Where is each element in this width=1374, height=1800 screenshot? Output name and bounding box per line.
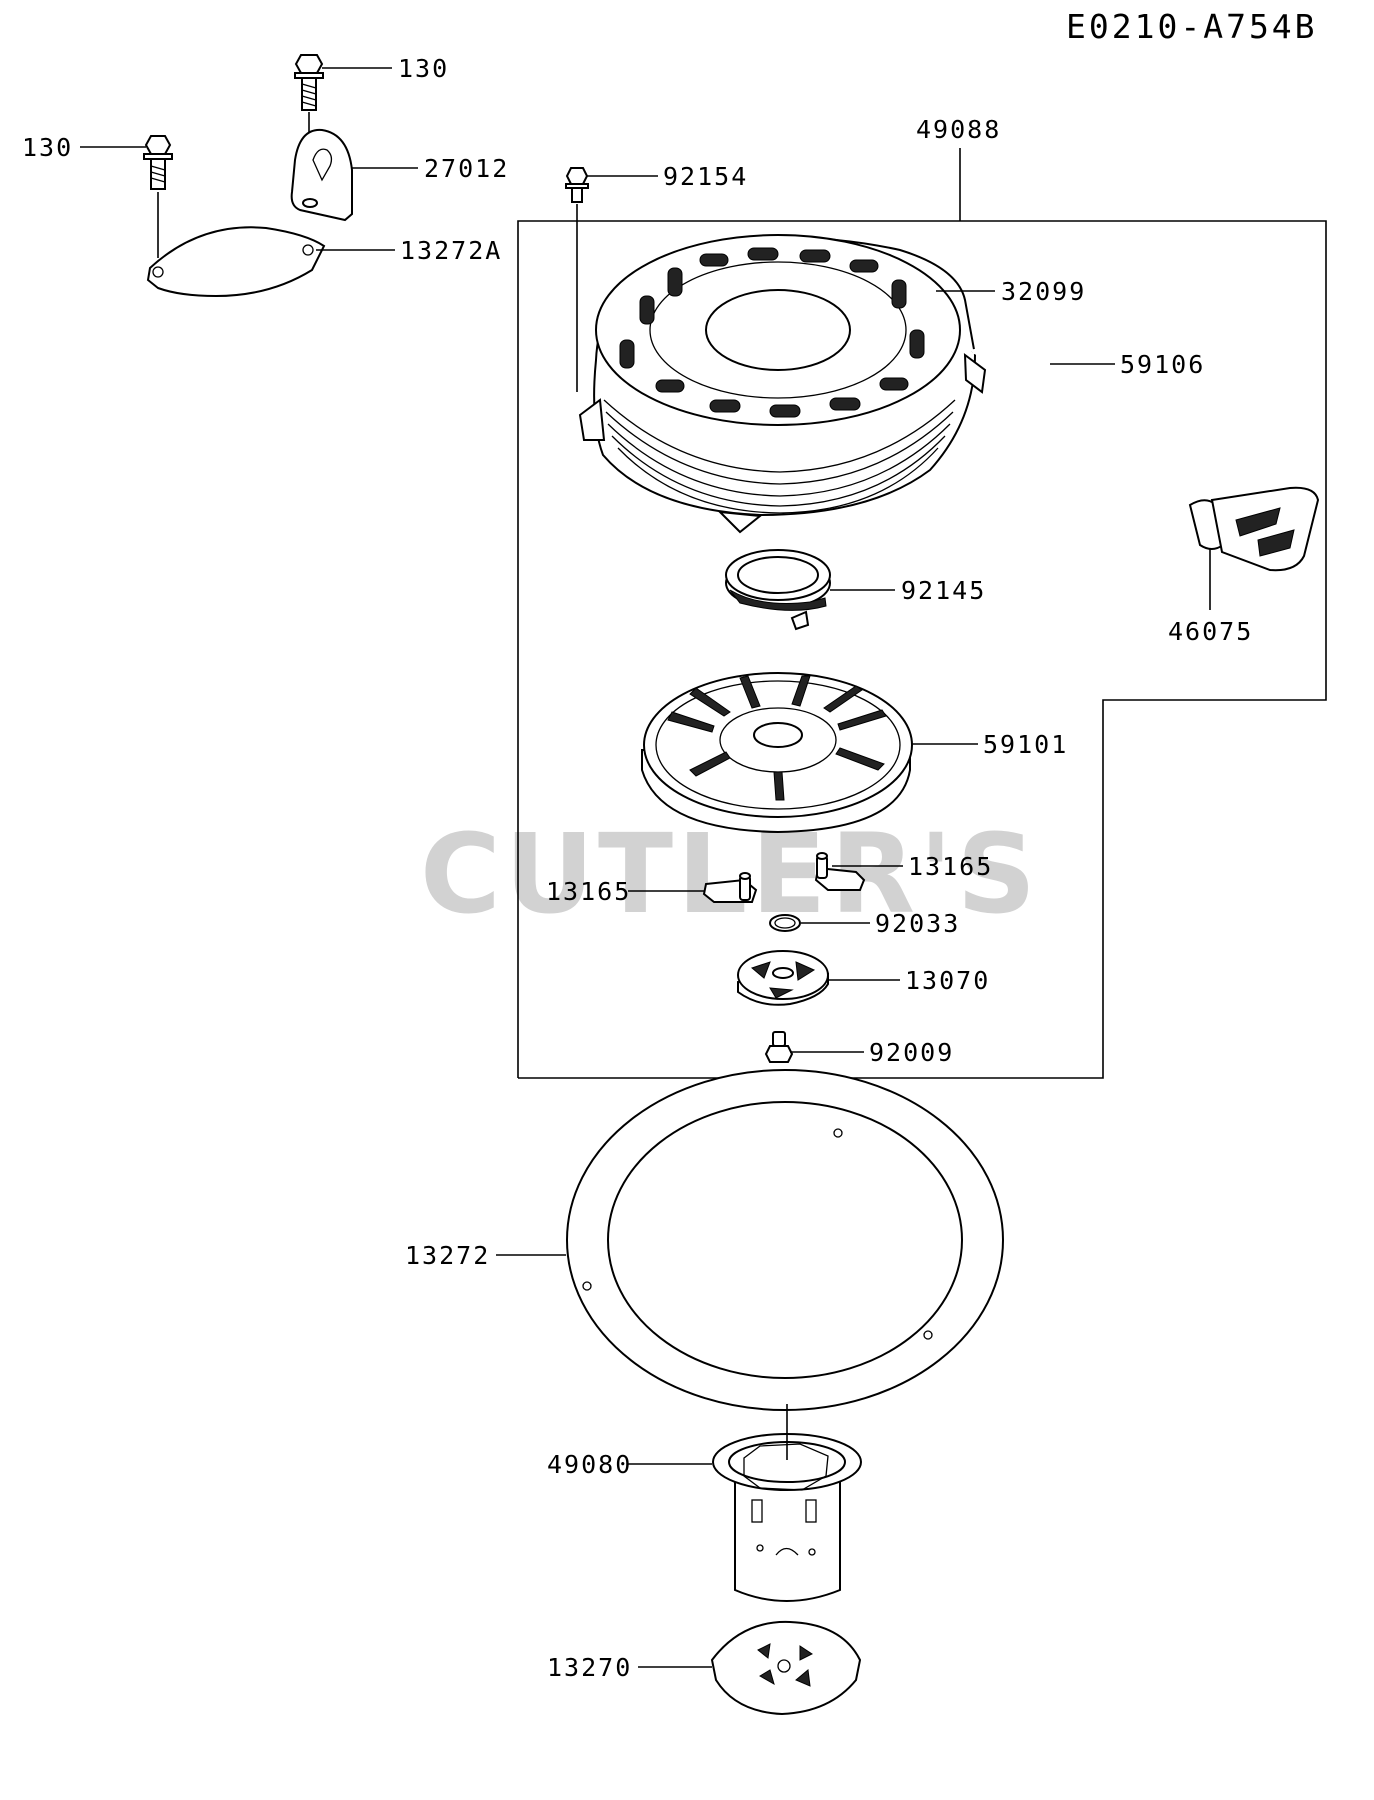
label-13165-left: 13165: [546, 877, 631, 906]
label-92154: 92154: [663, 162, 748, 191]
gasket-ring-13272[interactable]: [496, 1069, 1004, 1411]
label-13070: 13070: [905, 966, 990, 995]
hex-flange-bolt-icon: [143, 135, 173, 190]
hex-flange-bolt-icon: [294, 54, 324, 111]
spring-92145[interactable]: [725, 549, 895, 631]
reel-spokes: [667, 675, 887, 801]
ratchet-13070[interactable]: [737, 950, 900, 1006]
label-13272: 13272: [405, 1241, 490, 1270]
pulley-cup-49080[interactable]: [628, 1404, 862, 1602]
t-grip-handle-icon: [1188, 486, 1320, 572]
assembly-outline-49088: [517, 148, 1327, 1079]
bolt-92154[interactable]: [565, 167, 658, 392]
bolt-130-left[interactable]: [80, 135, 173, 258]
starter-rope-59106[interactable]: [971, 346, 1191, 513]
cover-plate-13272A[interactable]: [146, 226, 395, 298]
case-vent-slots: [619, 247, 925, 418]
plate-13270[interactable]: [638, 1620, 862, 1716]
starter-handle-46075[interactable]: [1188, 486, 1320, 610]
label-59101: 59101: [983, 730, 1068, 759]
label-13272A: 13272A: [400, 236, 502, 265]
hex-flange-bolt-icon: [565, 167, 589, 203]
starter-case-32099[interactable]: [578, 234, 995, 534]
o-ring-92033[interactable]: [769, 914, 870, 932]
bracket-27012[interactable]: [290, 128, 418, 222]
reel-59101[interactable]: [641, 672, 978, 834]
label-13165-right: 13165: [908, 852, 993, 881]
screw-92009[interactable]: [764, 1031, 864, 1063]
label-49088: 49088: [916, 115, 1001, 144]
label-49080: 49080: [547, 1450, 632, 1479]
label-13270: 13270: [547, 1653, 632, 1682]
label-59106: 59106: [1120, 350, 1205, 379]
diagram-code: E0210-A754B: [1066, 7, 1318, 46]
case-side-fins: [603, 399, 956, 514]
label-32099: 32099: [1001, 277, 1086, 306]
pawl-13165-right[interactable]: [814, 852, 903, 891]
label-92033: 92033: [875, 909, 960, 938]
label-92009: 92009: [869, 1038, 954, 1067]
pawl-13165-left[interactable]: [628, 872, 758, 903]
label-92145: 92145: [901, 576, 986, 605]
bolt-130-top[interactable]: [294, 54, 392, 168]
watermark: CUTLER'S: [420, 810, 1040, 938]
label-27012: 27012: [424, 154, 509, 183]
label-130-left: 130: [22, 133, 73, 162]
label-130-top: 130: [398, 54, 449, 83]
label-46075: 46075: [1168, 617, 1253, 646]
